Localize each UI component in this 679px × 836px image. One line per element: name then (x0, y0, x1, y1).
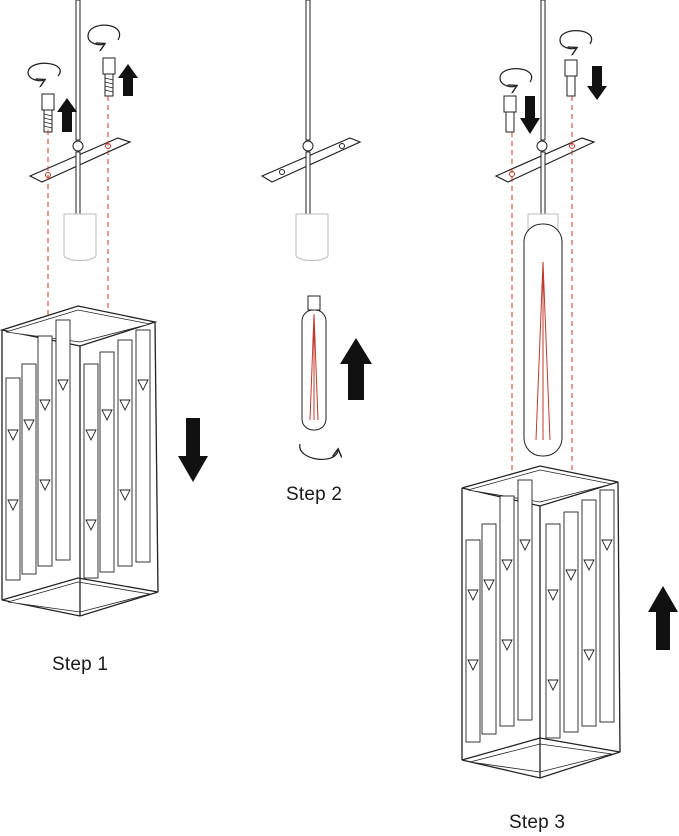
step-1-screw-right (102, 57, 116, 97)
rotate-arrow-icon (27, 62, 61, 80)
step-2-crossbar (260, 137, 362, 183)
step-1-assembly (0, 0, 208, 617)
up-arrow-icon (340, 338, 372, 400)
step-3-label: Step 3 (509, 812, 566, 833)
step-2-socket (295, 213, 329, 261)
step-3-bulb (523, 213, 563, 457)
up-arrow-icon (57, 98, 77, 132)
down-arrow-icon (178, 418, 208, 482)
rotate-arrow-icon (299, 443, 338, 460)
step-2-label: Step 2 (286, 484, 343, 505)
step-2-bulb (301, 295, 327, 431)
step-1-screw-left (41, 93, 55, 133)
step-3-assembly (461, 0, 678, 779)
step-1-shade (0, 305, 159, 617)
step-1-crystals (5, 319, 151, 581)
step-1-label: Step 1 (52, 654, 109, 675)
rotate-arrow-icon (87, 24, 121, 45)
up-arrow-icon (648, 586, 678, 650)
up-arrow-icon (118, 64, 138, 96)
step-1-socket (63, 213, 97, 261)
step-2-assembly (260, 0, 372, 460)
step-1-rod (75, 0, 81, 141)
down-arrow-icon (520, 96, 540, 134)
down-arrow-icon (587, 66, 607, 100)
rotate-arrow-icon (559, 30, 593, 49)
step-3-crystals (465, 479, 615, 743)
step-3-screw-right (564, 59, 578, 97)
step-3-screw-left (503, 95, 517, 133)
rotate-arrow-icon (499, 68, 533, 87)
